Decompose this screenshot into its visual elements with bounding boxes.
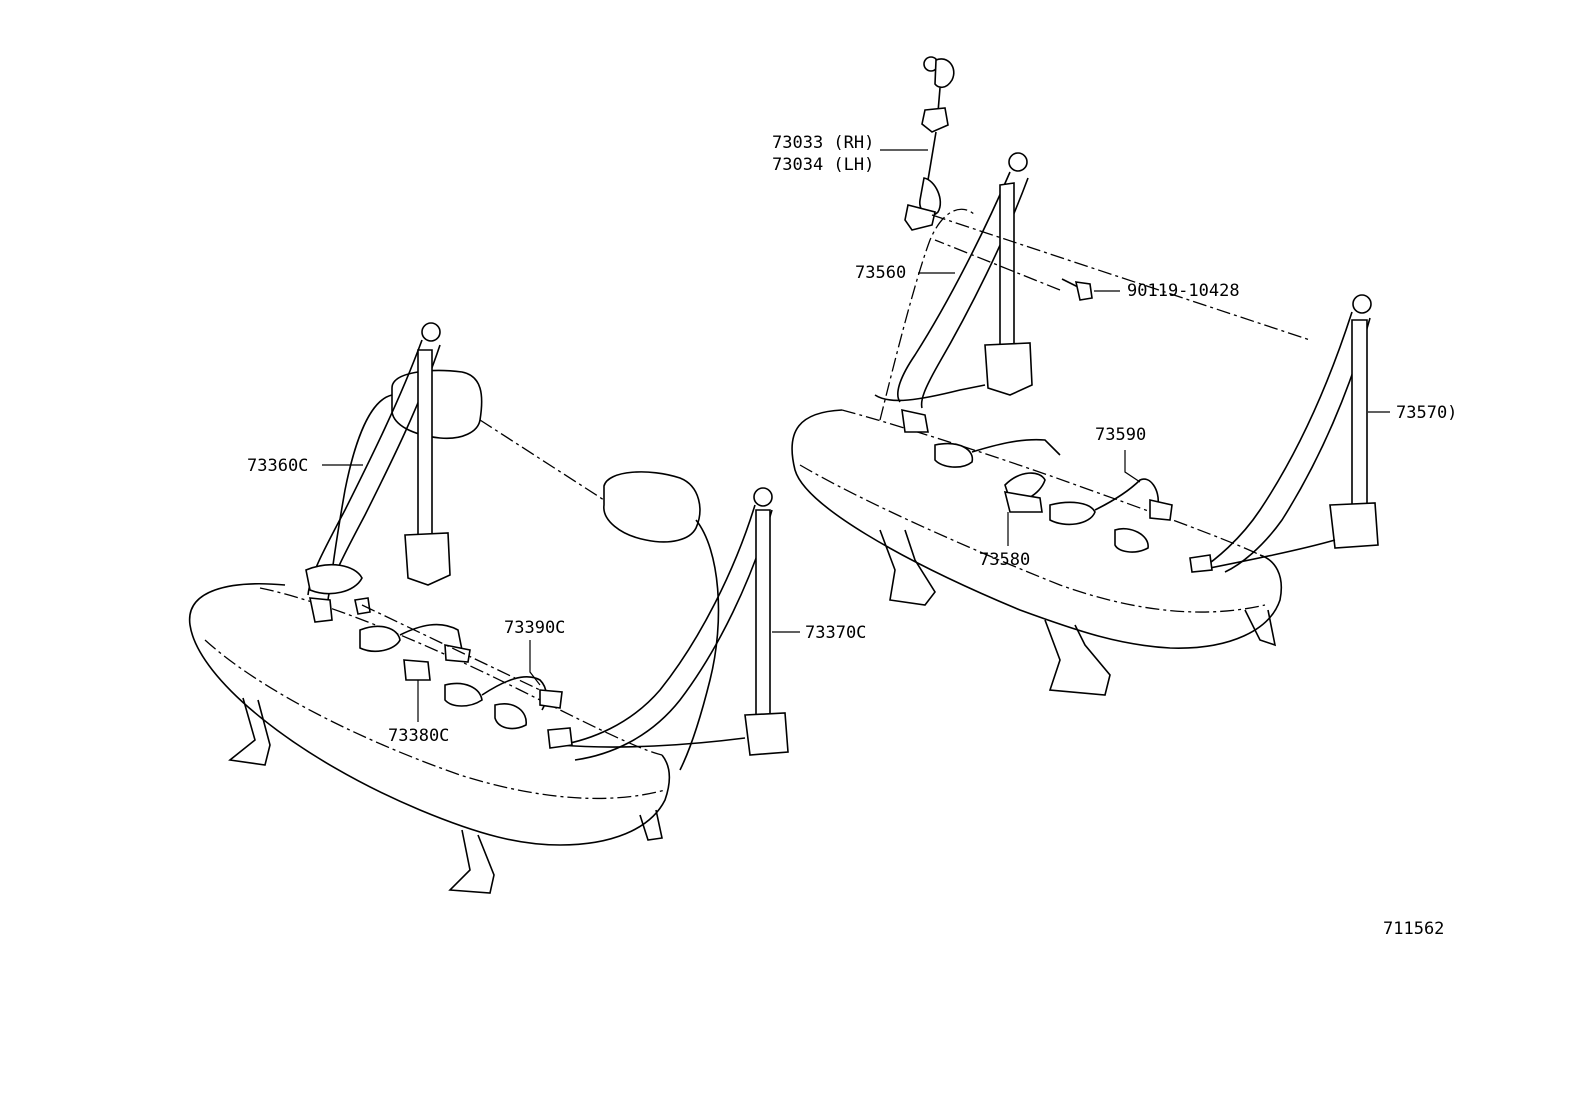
label-73560: 73560 [855, 263, 906, 283]
label-73034: 73034 (LH) [772, 155, 874, 175]
right-seat-cushion [791, 409, 1282, 649]
label-73033: 73033 (RH) [772, 133, 874, 153]
label-73370: 73370C [805, 623, 866, 643]
leader-right-1 [931, 214, 1311, 341]
belt-73360-part [305, 322, 451, 623]
label-90119: 90119-10428 [1127, 281, 1240, 301]
left-seat-back [329, 394, 393, 591]
right-seat [791, 56, 1379, 696]
label-73380: 73380C [388, 726, 449, 746]
label-73570: 73570) [1396, 403, 1457, 423]
left-seat-cushion-front [204, 639, 666, 800]
leader-right-2 [934, 239, 1061, 291]
leader-73590 [1124, 450, 1141, 483]
belt-73370-part [547, 487, 789, 761]
belt-73390-part [359, 623, 563, 730]
left-seat-back-right [679, 519, 720, 771]
label-73590: 73590 [1095, 425, 1146, 445]
left-seat-leg-3 [639, 809, 663, 841]
label-73360: 73360C [247, 456, 308, 476]
left-seat-cushion [188, 582, 671, 846]
right-seat-leg-mid [1044, 619, 1111, 696]
belt-73570-part [1189, 294, 1379, 573]
left-seat [188, 322, 789, 894]
figure-number: 711562 [1383, 919, 1444, 939]
label-73390: 73390C [504, 618, 565, 638]
bolt-90119-part [1061, 278, 1093, 301]
anchor-73033-part [904, 56, 955, 231]
left-seat-back-top [479, 419, 605, 501]
leader-left-1 [361, 604, 541, 691]
right-seat-cushion-front [799, 464, 1266, 613]
left-seat-leg-1 [228, 697, 271, 766]
callouts: 73033 (RH) 73034 (LH) 73560 90119-10428 … [247, 133, 1457, 939]
right-seat-leg-left [879, 529, 936, 606]
right-headrest [603, 471, 701, 543]
leader-73390 [529, 640, 541, 686]
label-73580: 73580 [979, 550, 1030, 570]
belt-73590-part [1003, 472, 1173, 553]
right-seat-cushion-top [841, 409, 1261, 556]
right-seat-leg-right [1244, 609, 1277, 647]
right-seat-back [879, 208, 976, 421]
left-seat-leg-2 [448, 829, 495, 894]
belt-73560-part [874, 152, 1061, 468]
